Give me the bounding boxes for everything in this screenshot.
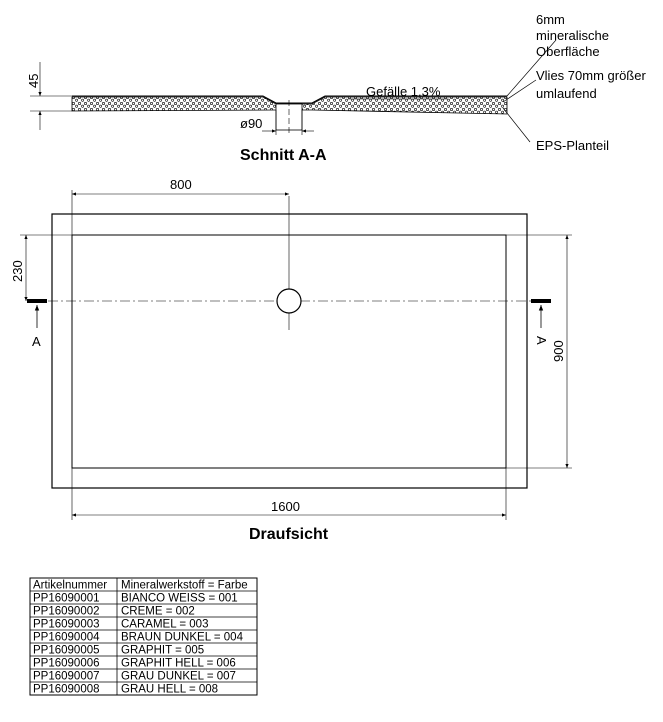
table-row-article-number: PP16090004 [33,632,100,644]
callout-surface-line3: Oberfläche [536,44,600,59]
section-marker-right: A [531,299,551,345]
length-dim-label: 1600 [271,499,300,514]
height-dimension: 45 [26,62,72,130]
section-marker-right-label: A [534,336,549,345]
table-row-material-color: BRAUN DUNKEL = 004 [121,632,244,644]
table-row-material-color: GRAU HELL = 008 [121,684,218,696]
table-row-material-color: CREME = 002 [121,606,195,618]
table-header-row-article-number: Artikelnummer [33,580,107,592]
table-row-article-number: PP16090008 [33,684,100,696]
table-row-article-number: PP16090005 [33,645,100,657]
drain-x-dim-label: 800 [170,177,192,192]
callout-fleece-line1: Vlies 70mm größer [536,68,646,83]
table-row-material-color: GRAU DUNKEL = 007 [121,671,236,683]
table-row-article-number: PP16090001 [33,593,100,605]
drain-y-dimension: 230 [10,234,72,301]
drain-dim-label: ø90 [240,116,262,131]
section-marker-left-label: A [32,334,41,349]
drain-x-dimension: 800 [71,177,289,235]
width-dim-label: 900 [551,340,566,362]
section-marker-left: A [27,299,47,349]
callout-surface: 6mm mineralische Oberfläche [506,12,609,97]
callout-surface-line1: 6mm [536,12,565,27]
plan-title: Draufsicht [249,526,329,543]
table-row-article-number: PP16090002 [33,606,100,618]
section-title: Schnitt A-A [240,147,327,164]
drain-pipe [275,103,303,131]
callout-surface-line2: mineralische [536,28,609,43]
plan-view: A A 800 230 900 [10,177,572,543]
article-table: Artikelnummer Mineralwerkstoff = FarbePP1… [29,577,258,696]
table-row-article-number: PP16090006 [33,658,100,670]
table-row-article-number: PP16090007 [33,671,100,683]
table-header-row-material-color: Mineralwerkstoff = Farbe [121,580,248,592]
table-row-material-color: GRAPHIT HELL = 006 [121,658,236,670]
slope-label: Gefälle 1,3% [366,84,441,99]
table-row-material-color: BIANCO WEISS = 001 [121,593,238,605]
callout-eps: EPS-Planteil [502,107,609,153]
length-dimension: 1600 [71,468,507,520]
tray-surface-line [72,95,507,104]
callout-eps-label: EPS-Planteil [536,138,609,153]
table-row-article-number: PP16090003 [33,619,100,631]
drain-dimension: ø90 [240,110,314,135]
section-view: 45 ø90 Gefälle 1,3% 6mm mineralische Obe… [26,12,646,164]
tray-outline-outer [51,213,528,489]
height-dim-label: 45 [26,74,41,88]
drain-y-dim-label: 230 [10,260,25,282]
table-row-material-color: GRAPHIT = 005 [121,645,204,657]
width-dimension: 900 [506,234,572,469]
table-row-material-color: CARAMEL = 003 [121,619,208,631]
drain-circle [276,288,302,314]
callout-fleece: Vlies 70mm größer umlaufend [502,68,646,103]
callout-fleece-line2: umlaufend [536,86,597,101]
